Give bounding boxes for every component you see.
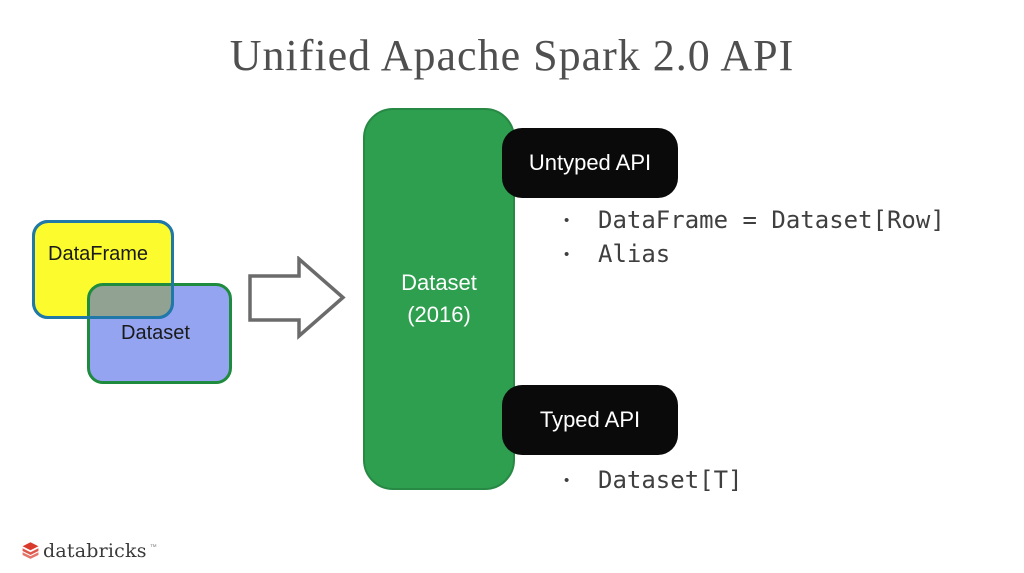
typed-api-bullet-list: Dataset[T] bbox=[556, 463, 743, 497]
databricks-logo: databricks ™ bbox=[21, 541, 157, 562]
bullet-item: Dataset[T] bbox=[556, 463, 743, 497]
trademark-mark: ™ bbox=[149, 544, 157, 551]
dataset-2016-line2: (2016) bbox=[407, 302, 471, 327]
bullet-item: Alias bbox=[556, 237, 945, 271]
databricks-stacked-bricks-icon bbox=[22, 542, 39, 559]
bullet-item: DataFrame = Dataset[Row] bbox=[556, 203, 945, 237]
bullet-text: Alias bbox=[598, 240, 671, 268]
dataset-label: Dataset bbox=[121, 322, 190, 344]
untyped-api-badge-label: Untyped API bbox=[528, 150, 652, 175]
untyped-api-badge: Untyped API bbox=[502, 128, 678, 198]
dataset-2016-box: Dataset (2016) bbox=[363, 108, 515, 490]
typed-api-badge: Typed API bbox=[502, 385, 678, 455]
databricks-wordmark: databricks bbox=[43, 540, 147, 562]
page-title: Unified Apache Spark 2.0 API bbox=[229, 31, 795, 80]
typed-api-badge-label: Typed API bbox=[539, 407, 641, 432]
dataset-2016-line1: Dataset bbox=[401, 270, 477, 296]
untyped-api-bullet-list: DataFrame = Dataset[Row] Alias bbox=[556, 203, 945, 271]
dataset-box bbox=[87, 283, 232, 384]
dataframe-box-outline bbox=[32, 220, 174, 319]
bullet-text: Dataset[T] bbox=[598, 466, 743, 494]
bullet-text: DataFrame = Dataset[Row] bbox=[598, 206, 945, 234]
dataframe-label: DataFrame bbox=[48, 243, 149, 265]
right-block-arrow-icon bbox=[248, 256, 346, 340]
